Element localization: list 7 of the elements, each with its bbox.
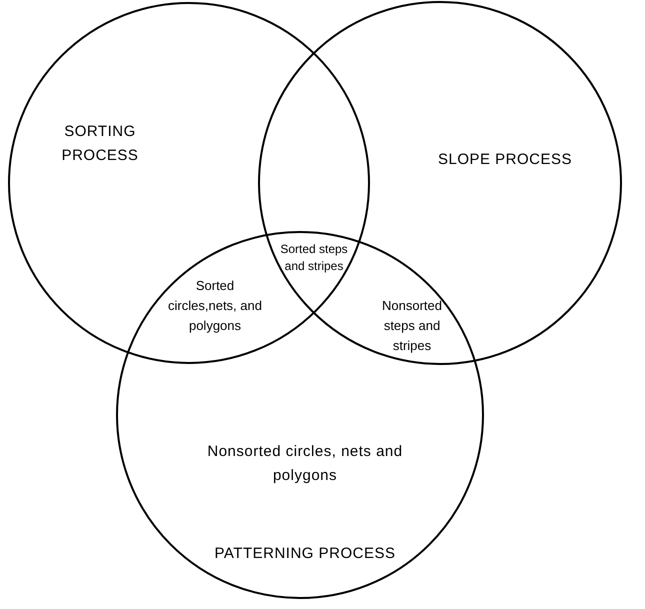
circle-label: SLOPE PROCESS <box>436 150 574 170</box>
region-label: Sorted steps and stripes <box>279 241 349 275</box>
region-label: Nonsorted steps and stripes <box>381 297 443 355</box>
region-label: Sorted circles,nets, and polygons <box>167 277 263 335</box>
circle-label: Nonsorted circles, nets and polygons <box>206 442 404 486</box>
circle-label: SORTING PROCESS <box>60 122 140 166</box>
circle-label: PATTERNING PROCESS <box>214 544 396 564</box>
